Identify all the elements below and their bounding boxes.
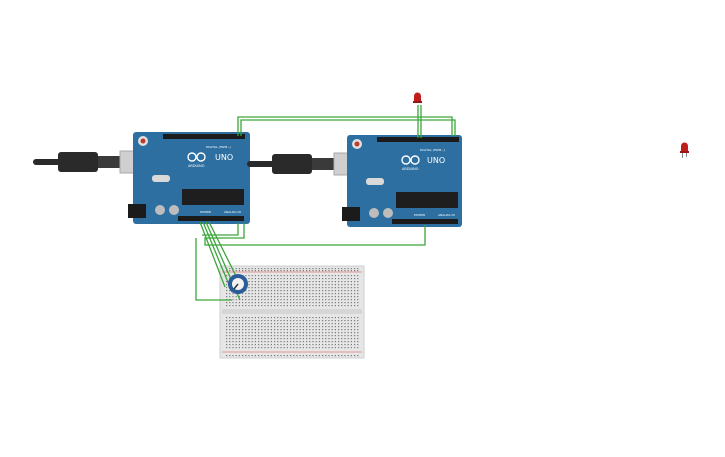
digital-header-label: DIGITAL (PWM~) [420,148,445,152]
analog-header-label: ANALOG IN [224,210,241,214]
usb-cable-right[interactable] [247,152,363,176]
wire-bottom-bridge-1 [204,223,426,246]
board-model-label: UNO [427,156,445,165]
wire-bottom-bridge-2 [202,223,239,236]
wire-power-gnd [195,238,232,301]
led-floating[interactable] [680,142,689,159]
digital-header-label: DIGITAL (PWM~) [206,145,231,149]
wire-top-bridge-1 [237,116,453,136]
led-on-board[interactable] [413,92,422,103]
breadboard-holes [226,268,359,357]
board-brand-label: ARDUINO [188,164,205,168]
arduino-logo-icon [401,155,420,165]
potentiometer[interactable] [228,274,248,294]
breadboard[interactable] [219,265,365,359]
usb-cable-left[interactable] [33,150,149,174]
wire-pot-1 [202,221,233,293]
board-model-label: UNO [215,153,233,162]
wire-top-bridge-2 [240,119,456,136]
power-header-label: POWER [414,213,425,217]
board-brand-label: ARDUINO [402,167,419,171]
arduino-uno-left[interactable]: UNO ARDUINO DIGITAL (PWM~) POWER ANALOG … [128,132,250,224]
wire-board-to-bb [199,221,226,288]
analog-header-label: ANALOG IN [438,213,455,217]
power-header-label: POWER [200,210,211,214]
arduino-logo-icon [187,152,206,162]
arduino-uno-right[interactable]: UNO ARDUINO DIGITAL (PWM~) POWER ANALOG … [342,135,462,227]
